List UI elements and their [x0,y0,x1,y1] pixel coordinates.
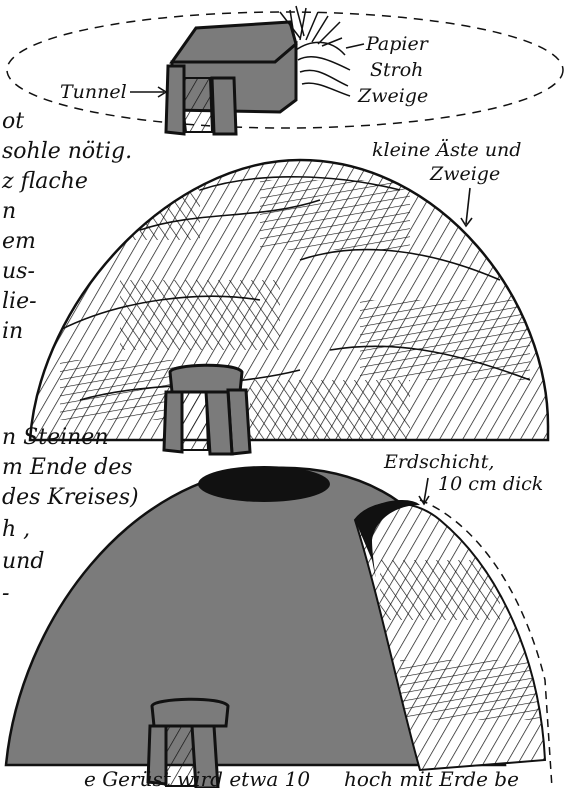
label-straw: Stroh [370,59,423,81]
tunnel-stones [166,22,296,134]
bottom-caption-right: hoch mit Erde be [344,767,519,788]
middle-tunnel-stones [164,365,250,454]
left-upper-line: n [2,199,16,224]
label-twigs: Zweige [357,85,428,107]
bottom-caption-left: e Gerüst wird etwa 10 [84,767,310,788]
left-upper-line: z flache [1,169,88,194]
left-lower-line: des Kreises) [2,485,139,510]
left-lower-line: - [2,581,9,606]
label-small-branches-line2: Zweige [429,163,500,185]
top-plan-diagram: Tunnel Papier Stroh Zweige [7,6,563,134]
label-tunnel: Tunnel [60,81,127,103]
left-upper-line: em [2,229,36,254]
woven-dome-diagram: kleine Äste und Zweige [20,138,560,454]
left-upper-line: lie- [2,289,37,314]
label-small-branches-line1: kleine Äste und [372,138,521,161]
label-earth-layer-line1: Erdschicht, [383,451,494,473]
left-lower-line: und [2,549,44,574]
left-lower-line: h , [2,517,30,542]
left-upper-line: us- [2,259,35,284]
left-lower-line: n Steinen [2,425,109,450]
left-upper-line: sohle nötig. [2,139,132,164]
arrow-paper [346,44,364,48]
label-earth-layer-line2: 10 cm dick [438,473,543,495]
arrow-small-branches [466,188,470,224]
label-paper: Papier [365,33,430,55]
left-lower-line: m Ende des [2,455,133,480]
left-upper-line: ot [2,109,24,134]
left-upper-line: in [2,319,23,344]
